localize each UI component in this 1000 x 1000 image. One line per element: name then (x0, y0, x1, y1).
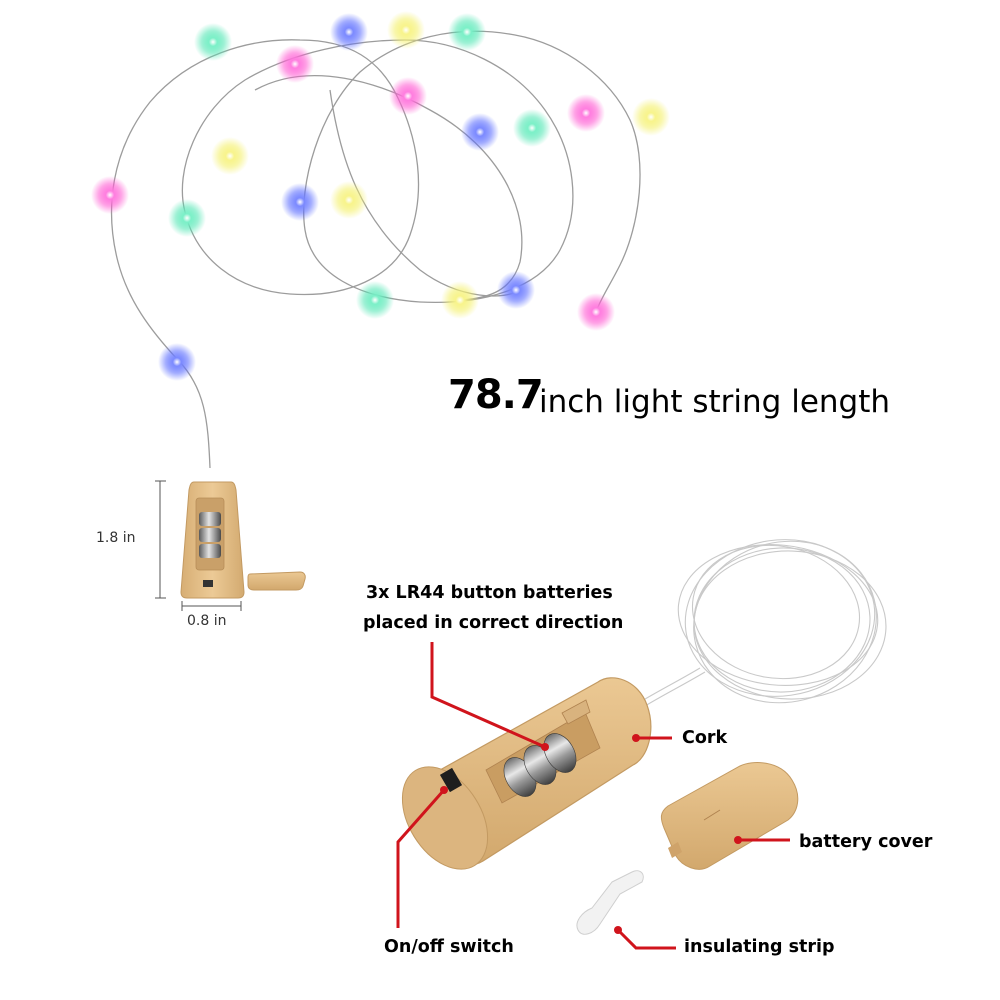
battery-cover-label: battery cover (799, 832, 933, 852)
led-bulb-yellow (387, 11, 425, 49)
led-bulb-pink (91, 176, 129, 214)
led-bulb-yellow (330, 181, 368, 219)
height-dimension-line (155, 480, 166, 599)
led-bulb-yellow (441, 281, 479, 319)
led-bulb-green (513, 109, 551, 147)
batteries-label-line1: 3x LR44 button batteries (366, 583, 613, 603)
insulating-strip (576, 870, 644, 935)
callout-dots (440, 734, 742, 934)
led-bulb-blue (158, 343, 196, 381)
insulating-strip-label: insulating strip (684, 937, 835, 957)
callout-line-switch (396, 789, 446, 928)
led-bulb-green (168, 199, 206, 237)
length-caption: inch light string length (539, 384, 891, 420)
button-batteries (503, 733, 577, 797)
led-bulb-blue (281, 183, 319, 221)
led-bulb-blue (497, 271, 535, 309)
switch-knob (439, 767, 463, 793)
led-bulb-green (356, 281, 394, 319)
batteries-label-line2: placed in correct direction (363, 613, 624, 633)
led-bulb-blue (461, 113, 499, 151)
led-bulbs (91, 11, 670, 381)
led-bulb-yellow (211, 137, 249, 175)
small-battery-cover (247, 571, 306, 591)
battery-cover (660, 762, 799, 870)
led-bulb-pink (389, 77, 427, 115)
coiled-wire (639, 539, 887, 707)
callout-line-strip (616, 928, 676, 950)
width-dimension-label: 0.8 in (187, 613, 227, 629)
callout-line-batteries (430, 642, 546, 749)
led-bulb-pink (577, 293, 615, 331)
led-bulb-green (194, 23, 232, 61)
led-bulb-blue (330, 13, 368, 51)
led-bulb-yellow (632, 98, 670, 136)
led-bulb-green (448, 13, 486, 51)
small-cork (180, 481, 245, 599)
length-value: 78.7 (448, 372, 544, 418)
height-dimension-label: 1.8 in (96, 530, 136, 546)
cork-body (401, 677, 652, 870)
switch-label: On/off switch (384, 937, 514, 957)
led-bulb-pink (276, 45, 314, 83)
cork-label: Cork (682, 728, 728, 748)
callout-lines (396, 642, 790, 950)
led-bulb-pink (567, 94, 605, 132)
width-dimension-line (181, 601, 242, 611)
